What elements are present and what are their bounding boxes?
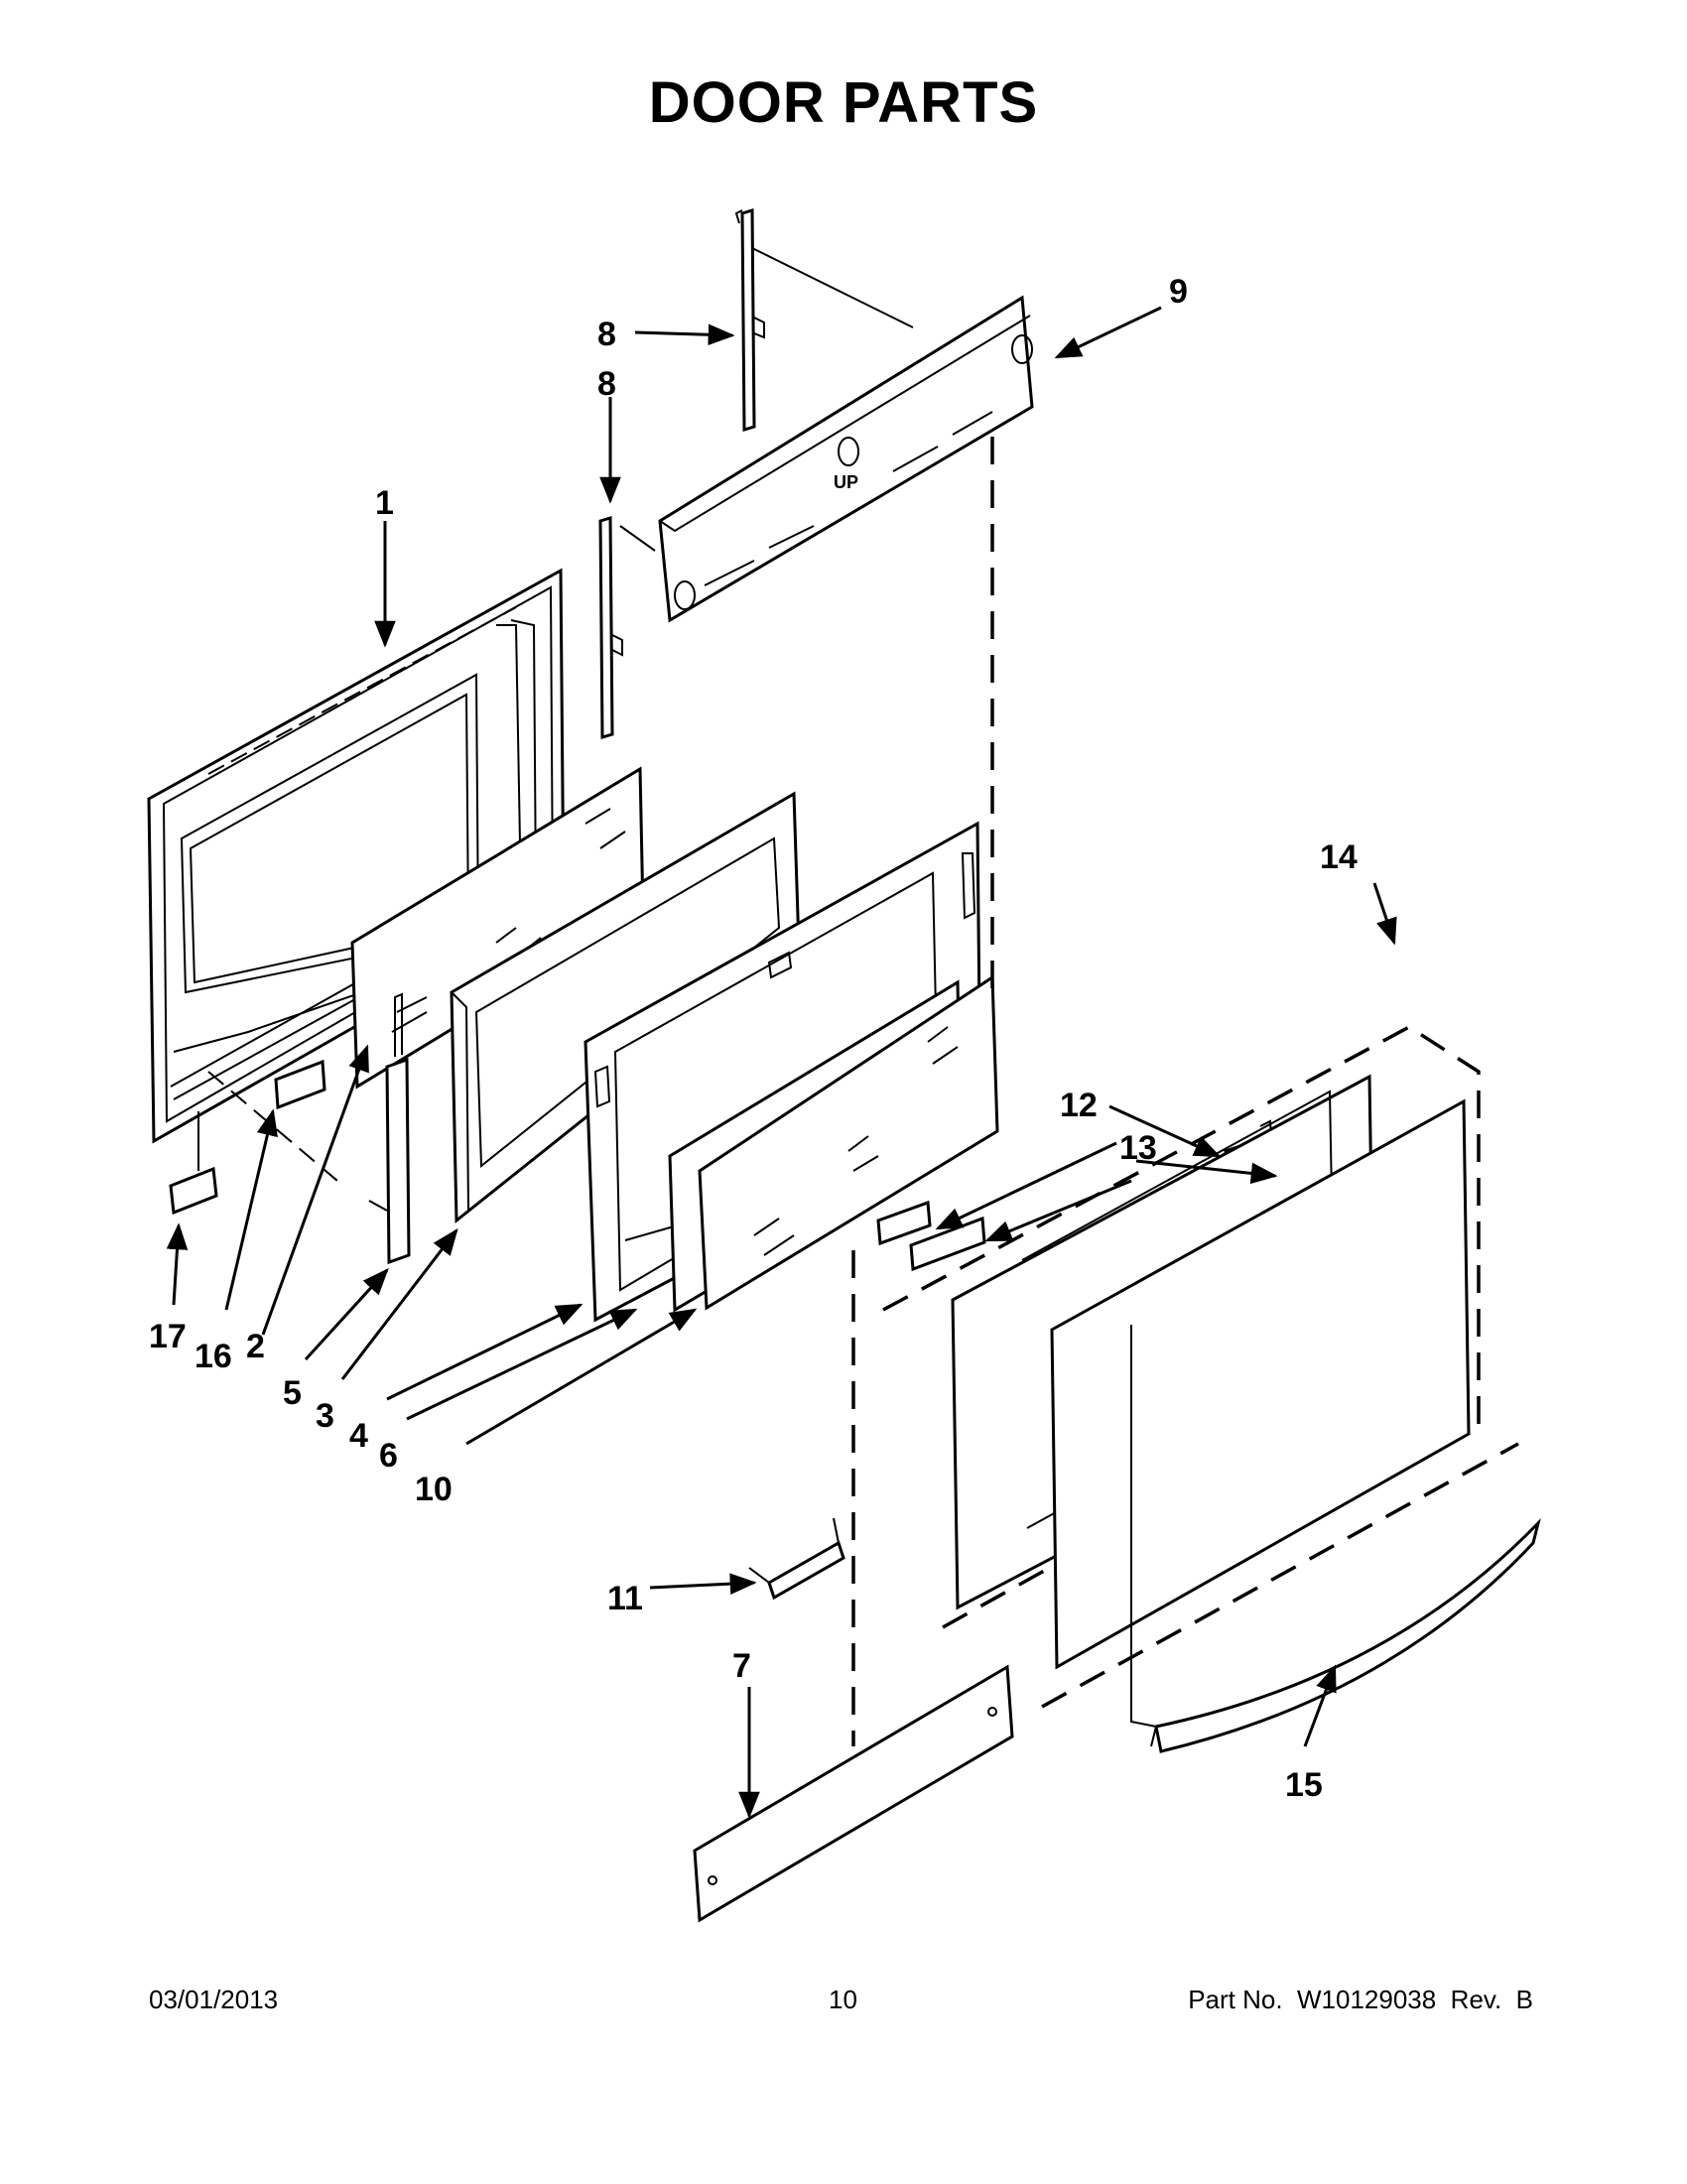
callout-4: 4 [349, 1417, 368, 1455]
page-title: DOOR PARTS [648, 70, 1039, 135]
panel-marking: UP [834, 472, 858, 492]
part-door-handle [1150, 1517, 1541, 1753]
footer-page-number: 10 [829, 1985, 857, 2014]
part-bracket-small [169, 1139, 218, 1216]
callout-15: 15 [1285, 1766, 1323, 1804]
callout-11: 11 [607, 1580, 643, 1617]
callout-6: 6 [379, 1437, 398, 1475]
part-top-vent-panel [658, 295, 1034, 623]
callout-8-lower: 8 [597, 365, 616, 403]
callout-16: 16 [195, 1338, 232, 1375]
assembly-dashed-lines [197, 247, 1157, 1746]
callout-8-upper: 8 [597, 316, 616, 353]
footer-date: 03/01/2013 [149, 1985, 279, 2014]
part-side-bracket-upper [734, 207, 765, 433]
callout-1: 1 [375, 484, 394, 522]
callout-labels: 1 2 3 4 5 6 7 8 8 9 10 11 12 13 14 15 16… [149, 273, 1358, 1804]
part-side-bracket-lower [598, 515, 623, 740]
callout-2: 2 [246, 1328, 265, 1365]
part-bottom-trim [693, 1664, 1014, 1923]
leader-arrows [166, 306, 1397, 1819]
callout-10: 10 [415, 1471, 453, 1508]
callout-13: 13 [1119, 1129, 1157, 1167]
part-outer-glass [698, 974, 999, 1311]
callout-12: 12 [1060, 1087, 1098, 1124]
callout-5: 5 [283, 1374, 302, 1412]
part-handle-bracket [748, 1517, 845, 1601]
callout-17: 17 [149, 1318, 187, 1355]
footer-part-number: Part No. W10129038 Rev. B [1188, 1985, 1533, 2014]
part-clip-lower [876, 1200, 932, 1246]
part-hinge [368, 992, 411, 1265]
callout-3: 3 [316, 1397, 334, 1435]
callout-14: 14 [1320, 838, 1358, 876]
callout-9: 9 [1169, 273, 1188, 311]
callout-7: 7 [732, 1647, 751, 1685]
part-outer-door-assembly [882, 1024, 1519, 1709]
part-spacer-block [274, 1059, 326, 1110]
